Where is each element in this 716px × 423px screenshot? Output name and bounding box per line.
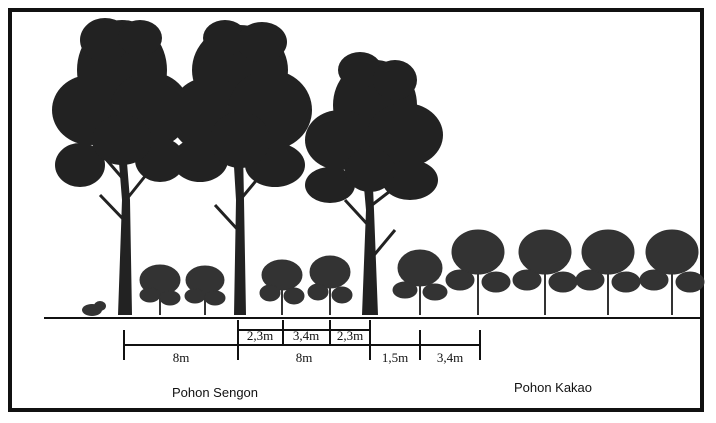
measure-top-1: 2,3m <box>247 328 273 343</box>
kakao-shrubs-under-sengon <box>140 256 352 315</box>
kakao-trees-row <box>393 230 704 315</box>
kakao-tree-1 <box>393 250 447 315</box>
measure-bottom-2: 8m <box>296 350 313 365</box>
kakao-tree-3 <box>513 230 577 315</box>
measure-bottom-3: 1,5m <box>382 350 408 365</box>
ground-grass <box>82 301 106 316</box>
shrub-3 <box>260 260 304 315</box>
caption-pohon-sengon: Pohon Sengon <box>172 385 258 400</box>
measure-bottom-1: 8m <box>173 350 190 365</box>
measure-top-2: 3,4m <box>293 328 319 343</box>
shrub-1 <box>140 265 180 315</box>
kakao-tree-5 <box>640 230 704 315</box>
kakao-tree-4 <box>576 230 640 315</box>
caption-pohon-kakao: Pohon Kakao <box>514 380 592 395</box>
kakao-tree-2 <box>446 230 510 315</box>
shrub-2 <box>185 266 225 315</box>
shrub-4 <box>308 256 352 315</box>
measure-top-3: 2,3m <box>337 328 363 343</box>
measure-bottom-4: 3,4m <box>437 350 463 365</box>
